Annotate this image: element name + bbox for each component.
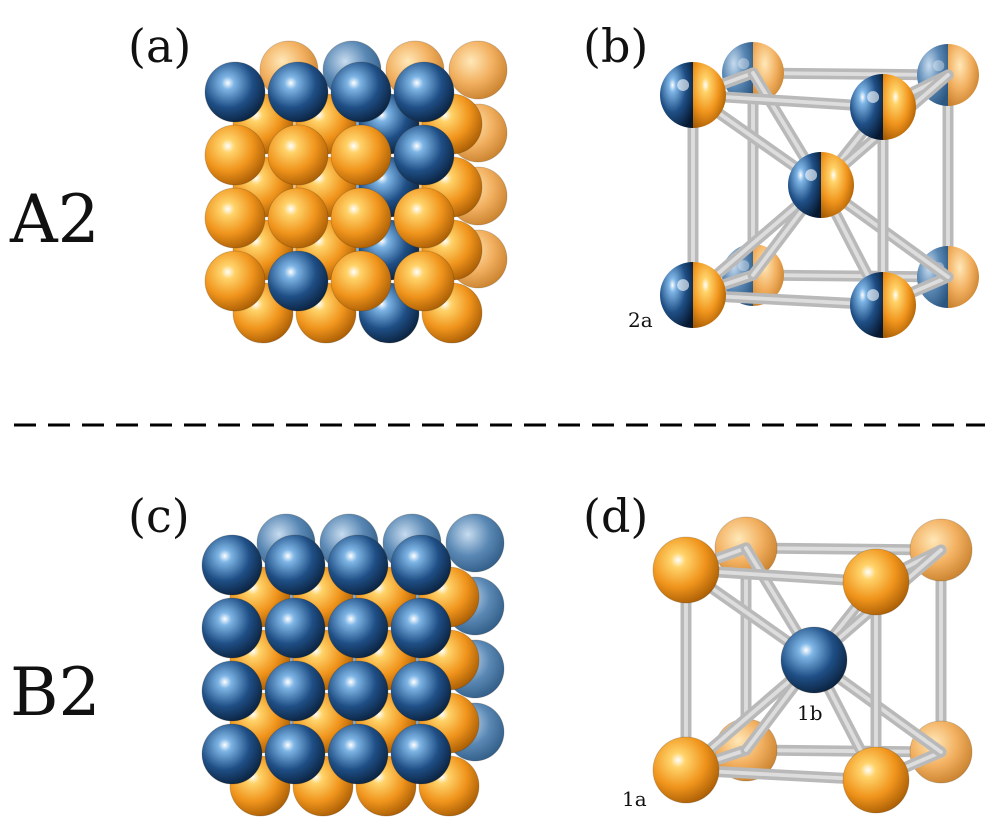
front-atom: [204, 61, 266, 123]
back-atom: [445, 513, 505, 573]
front-atom: [390, 597, 452, 659]
structure-label-a2: A2: [9, 181, 100, 258]
front-corner-atom: [660, 62, 726, 128]
front-atom: [393, 250, 455, 312]
front-corner-atom: [850, 74, 916, 140]
front-atom: [330, 187, 392, 249]
front-atom: [327, 597, 389, 659]
front-atom: [327, 723, 389, 785]
front-atom: [264, 723, 326, 785]
back-atom: [448, 40, 508, 100]
front-atom: [201, 723, 263, 785]
front-corner-atom: [652, 736, 720, 804]
front-corner-atom: [850, 272, 916, 338]
front-atom: [267, 61, 329, 123]
front-atom: [393, 187, 455, 249]
panel-label-b: (b): [583, 19, 648, 73]
center-atom: [788, 152, 854, 218]
front-atom: [330, 124, 392, 186]
front-atom: [267, 250, 329, 312]
site-label-1a: 1a: [622, 787, 647, 811]
front-atom: [204, 250, 266, 312]
front-atom: [264, 534, 326, 596]
front-atom: [204, 187, 266, 249]
front-atom: [201, 534, 263, 596]
front-atom: [327, 534, 389, 596]
front-atom: [330, 61, 392, 123]
site-label-1b: 1b: [797, 701, 823, 725]
front-atom: [201, 660, 263, 722]
front-atom: [390, 660, 452, 722]
front-atom: [390, 723, 452, 785]
front-corner-atom: [652, 536, 720, 604]
front-atom: [267, 124, 329, 186]
structure-label-b2: B2: [10, 654, 101, 731]
site-label-2a: 2a: [628, 308, 653, 332]
front-atom: [327, 660, 389, 722]
panel-b-a2-unit-cell: [660, 42, 979, 338]
front-atom: [330, 250, 392, 312]
front-atom: [264, 660, 326, 722]
front-corner-atom: [842, 548, 910, 616]
panel-d-b2-unit-cell: [652, 516, 973, 814]
front-atom: [204, 124, 266, 186]
front-corner-atom: [842, 746, 910, 814]
front-atom: [201, 597, 263, 659]
front-atom: [264, 597, 326, 659]
panel-label-a: (a): [128, 19, 191, 73]
panel-a-a2-packing: [204, 40, 508, 344]
panel-label-d: (d): [583, 489, 648, 543]
panel-label-c: (c): [128, 489, 190, 543]
front-atom: [393, 124, 455, 186]
center-atom: [780, 626, 848, 694]
panel-c-b2-packing: [201, 513, 505, 817]
front-atom: [390, 534, 452, 596]
front-atom: [267, 187, 329, 249]
front-atom: [393, 61, 455, 123]
front-corner-atom: [660, 262, 726, 328]
